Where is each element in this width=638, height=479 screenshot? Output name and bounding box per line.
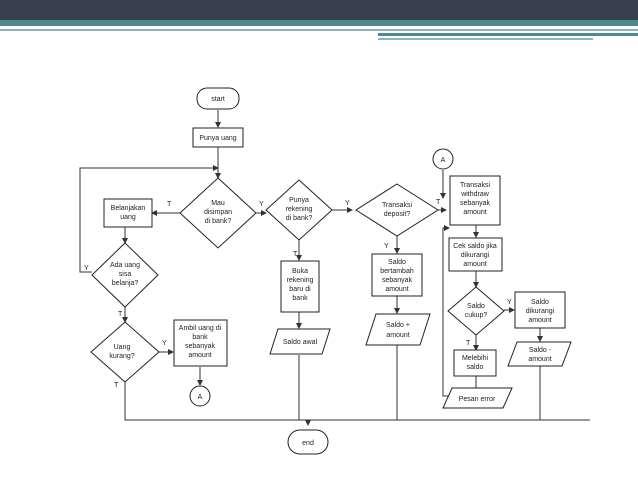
connector-a-bottom: A xyxy=(189,385,211,407)
svg-text:amount: amount xyxy=(528,356,551,363)
svg-text:cukup?: cukup? xyxy=(465,312,488,319)
svg-text:di bank?: di bank? xyxy=(205,218,232,225)
pesan-error-io: Pesan error xyxy=(442,387,513,409)
svg-text:amount: amount xyxy=(463,209,486,216)
ada-uang-sisa-decision: Ada uang sisa belanja? xyxy=(91,242,159,308)
transaksi-deposit-decision: Transaksi deposit? xyxy=(355,183,439,237)
saldo-dikurangi-process: Saldo dikurangi amount xyxy=(514,291,566,329)
connectors xyxy=(79,110,590,426)
svg-text:dikurangi: dikurangi xyxy=(526,308,555,315)
svg-text:T: T xyxy=(466,340,471,347)
start-terminal: start xyxy=(196,87,240,110)
cek-saldo-process: Cek saldo jika dikurangi amount xyxy=(448,237,503,272)
svg-text:Transaksi: Transaksi xyxy=(460,182,491,189)
header-bar xyxy=(0,0,638,20)
svg-text:belanja?: belanja? xyxy=(112,280,139,287)
svg-text:baru di: baru di xyxy=(289,286,311,293)
svg-text:Y: Y xyxy=(259,201,264,208)
svg-text:Punya uang: Punya uang xyxy=(199,135,236,142)
svg-text:bertambah: bertambah xyxy=(380,268,414,275)
svg-text:sebanyak: sebanyak xyxy=(382,277,412,284)
connector-a-top: A xyxy=(432,148,454,170)
svg-text:Y: Y xyxy=(162,340,167,347)
svg-text:bank: bank xyxy=(192,334,208,341)
saldo-minus-io: Saldo - amount xyxy=(507,341,572,367)
svg-text:T: T xyxy=(114,382,119,389)
svg-text:end: end xyxy=(302,440,314,447)
svg-text:Mau: Mau xyxy=(211,200,225,207)
svg-text:Saldo +: Saldo + xyxy=(386,322,410,329)
svg-text:Pesan error: Pesan error xyxy=(459,396,496,403)
svg-text:Y: Y xyxy=(84,265,89,272)
ambil-uang-process: Ambil uang di bank sebanyak amount xyxy=(173,319,228,367)
svg-text:rekening: rekening xyxy=(286,206,313,213)
buka-rekening-process: Buka rekening baru di bank xyxy=(280,260,320,313)
svg-text:withdraw: withdraw xyxy=(460,191,490,198)
svg-text:amount: amount xyxy=(385,286,408,293)
header-short-bar xyxy=(378,33,638,36)
svg-text:Melebihi: Melebihi xyxy=(462,355,489,362)
header-short-bar-2 xyxy=(378,38,593,40)
svg-text:di bank?: di bank? xyxy=(286,215,313,222)
svg-text:Punya: Punya xyxy=(289,197,309,204)
svg-text:Y: Y xyxy=(507,299,512,306)
svg-text:sebanyak: sebanyak xyxy=(185,343,215,350)
svg-text:dikurangi: dikurangi xyxy=(461,252,490,259)
svg-text:Uang: Uang xyxy=(114,344,131,351)
header-accent-bar xyxy=(0,20,638,26)
svg-text:uang: uang xyxy=(120,214,136,221)
saldo-cukup-decision: Saldo cukup? xyxy=(447,286,505,336)
mau-disimpan-decision: Mau disimpan di bank? xyxy=(179,177,257,249)
svg-text:Saldo: Saldo xyxy=(531,299,549,306)
svg-text:Saldo -: Saldo - xyxy=(529,347,552,354)
end-terminal: end xyxy=(287,429,329,455)
svg-text:saldo: saldo xyxy=(467,364,484,371)
svg-text:Y: Y xyxy=(384,243,389,250)
svg-text:amount: amount xyxy=(463,261,486,268)
svg-text:Belanjakan: Belanjakan xyxy=(111,205,146,212)
saldo-plus-io: Saldo + amount xyxy=(365,313,431,346)
svg-text:sebanyak: sebanyak xyxy=(460,200,490,207)
branch-labels: T Y Y T Y T T Y Y T Y T xyxy=(84,199,512,389)
header-thin-bar xyxy=(0,29,638,31)
svg-text:disimpan: disimpan xyxy=(204,209,232,216)
svg-text:T: T xyxy=(118,311,123,318)
svg-text:bank: bank xyxy=(292,295,308,302)
svg-text:Cek saldo jika: Cek saldo jika xyxy=(453,243,497,250)
svg-text:Saldo: Saldo xyxy=(388,259,406,266)
svg-text:T: T xyxy=(436,199,441,206)
svg-text:Buka: Buka xyxy=(292,268,308,275)
saldo-awal-io: Saldo awal xyxy=(269,328,331,355)
svg-text:Y: Y xyxy=(345,200,350,207)
svg-text:amount: amount xyxy=(386,332,409,339)
svg-text:kurang?: kurang? xyxy=(109,353,134,360)
saldo-bertambah-process: Saldo bertambah sebanyak amount xyxy=(371,253,423,297)
transaksi-withdraw-process: Transaksi withdraw sebanyak amount xyxy=(449,175,501,226)
svg-text:T: T xyxy=(293,251,298,258)
svg-text:amount: amount xyxy=(188,352,211,359)
svg-text:Saldo: Saldo xyxy=(467,303,485,310)
svg-text:Transaksi: Transaksi xyxy=(382,202,413,209)
punya-rekening-decision: Punya rekening di bank? xyxy=(265,179,333,241)
uang-kurang-decision: Uang kurang? xyxy=(90,321,160,383)
svg-text:A: A xyxy=(441,157,446,164)
svg-text:Saldo awal: Saldo awal xyxy=(283,339,318,346)
svg-text:amount: amount xyxy=(528,317,551,324)
svg-text:sisa: sisa xyxy=(119,271,132,278)
belanjakan-uang-process: Belanjakan uang xyxy=(103,198,153,228)
svg-text:T: T xyxy=(167,201,172,208)
svg-text:Ada uang: Ada uang xyxy=(110,262,140,269)
melebihi-saldo-process: Melebihi saldo xyxy=(453,349,497,377)
svg-text:rekening: rekening xyxy=(287,277,314,284)
punya-uang-process: Punya uang xyxy=(192,127,244,148)
svg-text:A: A xyxy=(198,394,203,401)
svg-text:Ambil uang di: Ambil uang di xyxy=(179,325,222,332)
svg-text:start: start xyxy=(211,96,225,103)
svg-text:deposit?: deposit? xyxy=(384,211,411,218)
